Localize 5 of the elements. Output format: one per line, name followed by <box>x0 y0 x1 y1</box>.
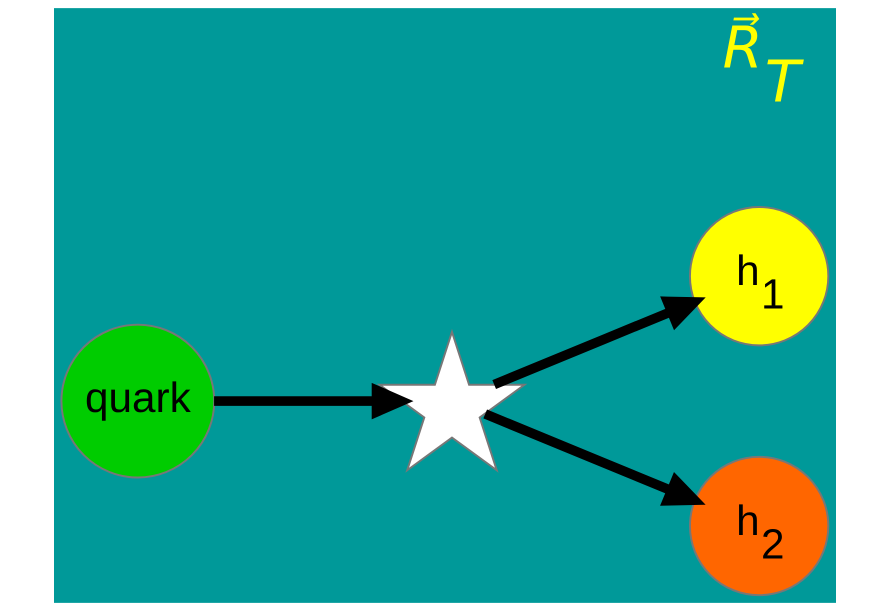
arrow <box>492 296 706 389</box>
node-star <box>376 328 527 473</box>
arrow <box>214 382 413 420</box>
node-circle: quark <box>60 324 215 478</box>
arrow <box>482 410 706 506</box>
